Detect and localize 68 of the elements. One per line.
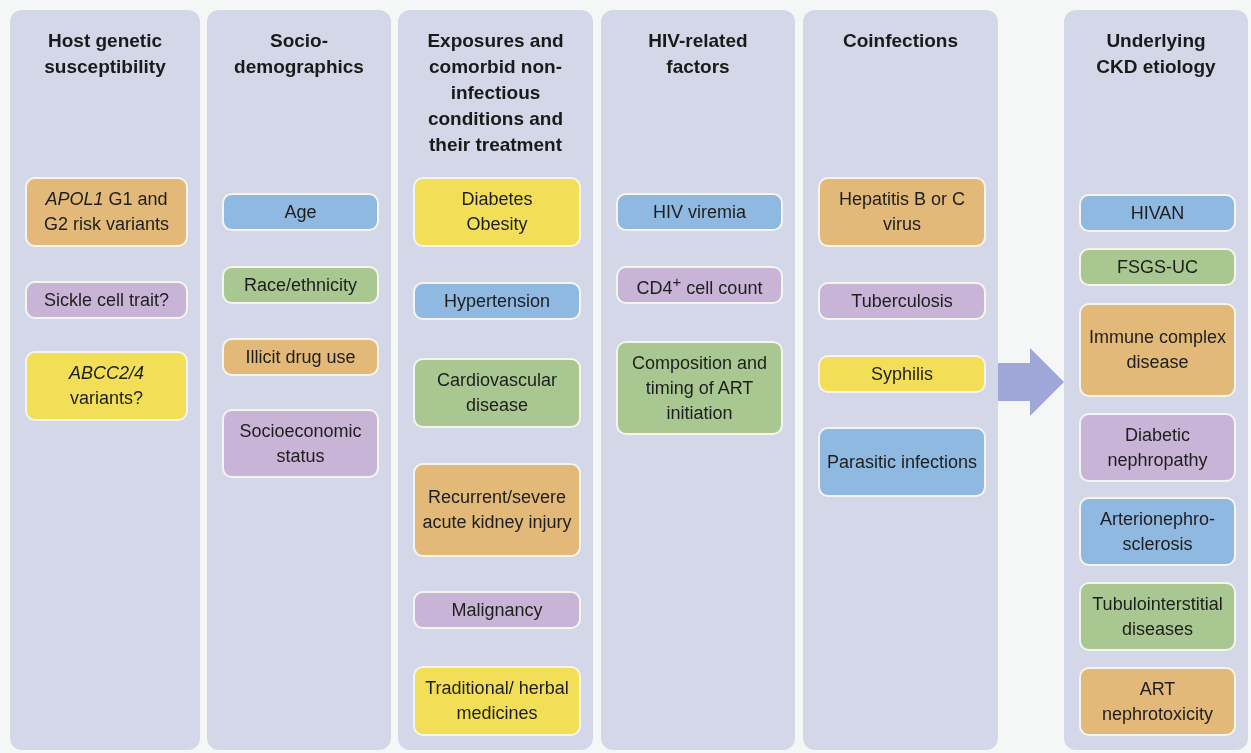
column-panel	[10, 10, 200, 750]
factor-box	[413, 666, 581, 736]
factor-label: Composition and timing of ART initiation	[630, 351, 769, 425]
column-panel	[1064, 10, 1248, 750]
factor-box	[413, 358, 581, 428]
factor-box	[1079, 497, 1236, 566]
column-panel	[803, 10, 998, 750]
factor-box	[1079, 303, 1236, 397]
factor-label: Age	[284, 200, 317, 224]
factor-box	[818, 355, 986, 393]
factor-box	[818, 282, 986, 320]
factor-box	[616, 266, 783, 304]
factor-label: Tuberculosis	[851, 289, 953, 313]
column-panel	[601, 10, 795, 750]
factor-label: HIVAN	[1130, 201, 1185, 225]
column-panel	[207, 10, 391, 750]
factor-label: ABCC2/4 variants?	[67, 362, 145, 410]
column-panel	[398, 10, 593, 750]
factor-box	[413, 282, 581, 320]
factor-box	[1079, 413, 1236, 482]
factor-box	[222, 193, 379, 231]
factor-box	[413, 177, 581, 247]
factor-box	[818, 177, 986, 247]
factor-label: Socioeconomic status	[238, 419, 363, 468]
factor-label: Obesity	[466, 213, 528, 236]
factor-label: Sickle cell trait?	[43, 288, 169, 312]
factor-box	[222, 338, 379, 376]
factor-label: Tubulointerstitial diseases	[1091, 592, 1224, 641]
column-heading: Coinfections	[841, 29, 960, 53]
factor-label: HIV viremia	[653, 200, 746, 224]
factor-label: CD4$^{+}$ cell count	[636, 272, 763, 300]
factor-label: Traditional/ herbal medicines	[424, 677, 570, 725]
factor-box	[1079, 582, 1236, 651]
factor-label: Immune complex disease	[1087, 326, 1228, 374]
factor-label: Diabetic nephropathy	[1106, 423, 1209, 472]
factor-box	[25, 281, 188, 319]
factor-label: ART nephrotoxicity	[1100, 677, 1215, 726]
factor-label: Syphilis	[871, 362, 933, 386]
factor-label: Hepatitis B or C virus	[837, 188, 966, 236]
factor-box	[413, 463, 581, 557]
factor-label: Diabetes	[461, 188, 533, 211]
arrow	[998, 348, 1064, 416]
factor-box	[222, 409, 379, 478]
factor-box	[1079, 667, 1236, 736]
factor-label: Illicit drug use	[245, 345, 356, 369]
factor-label: Recurrent/severe acute kidney injury	[421, 486, 573, 534]
factor-box	[222, 266, 379, 304]
column-heading: Underlying CKD etiology	[1095, 29, 1217, 79]
column-heading: Exposures and comorbid non-infectious conditions and their treatment	[426, 29, 565, 157]
factor-label: APOL1 G1 and G2 risk variants	[42, 188, 170, 236]
factor-label: Race/ethnicity	[243, 273, 358, 297]
factor-label: Arterionephro-sclerosis	[1098, 507, 1217, 556]
factor-box	[1079, 248, 1236, 286]
factor-label: Parasitic infections	[826, 450, 978, 474]
factor-box	[25, 351, 188, 421]
factor-box	[616, 341, 783, 435]
factor-label: Cardiovascular disease	[435, 369, 559, 417]
column-heading: Socio-demographics	[233, 29, 365, 79]
factor-label: FSGS-UC	[1117, 255, 1198, 279]
column-heading: HIV-related factors	[647, 29, 749, 79]
factor-label: Hypertension	[443, 289, 551, 313]
factor-label: Malignancy	[451, 598, 543, 622]
factor-box	[818, 427, 986, 497]
factor-box	[413, 591, 581, 629]
column-heading: Host genetic susceptibility	[43, 29, 167, 79]
factor-box	[25, 177, 188, 247]
factor-box	[616, 193, 783, 231]
factor-box	[1079, 194, 1236, 232]
